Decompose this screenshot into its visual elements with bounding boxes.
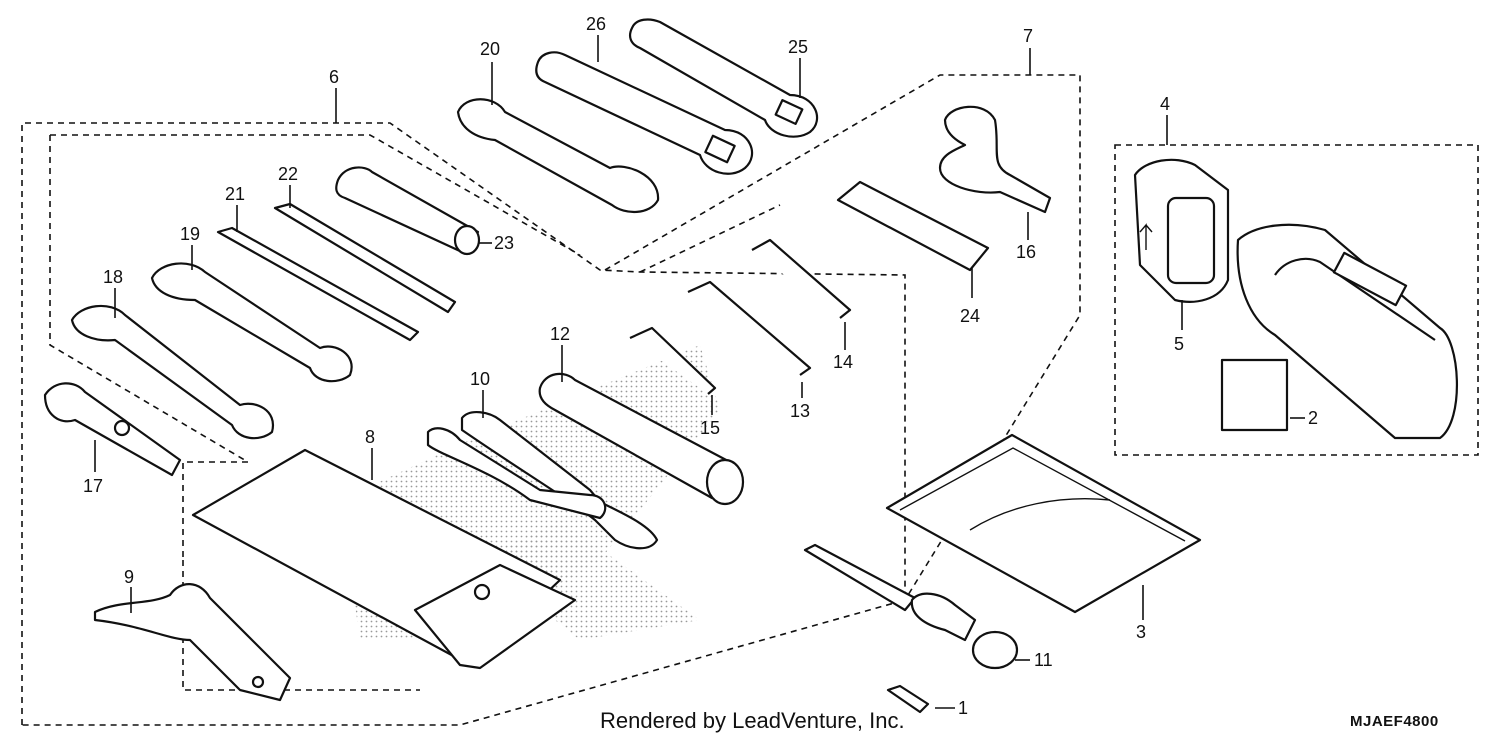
- diagram-code: MJAEF4800: [1350, 713, 1439, 730]
- group-outline-4: [1114, 144, 1479, 456]
- callout-4: 4: [1160, 94, 1170, 114]
- pliers-10: [426, 411, 659, 550]
- callout-5: 5: [1174, 334, 1184, 354]
- callout-1: 1: [958, 698, 968, 718]
- callout-16: 16: [1016, 242, 1036, 262]
- callout-15: 15: [700, 418, 720, 438]
- wrench-25: [629, 18, 819, 138]
- manual-3: [885, 433, 1202, 614]
- screwdriver-shaft-21: [216, 226, 420, 342]
- hex-key-13: [687, 280, 812, 376]
- callout-3: 3: [1136, 622, 1146, 642]
- callout-6: 6: [329, 67, 339, 87]
- callout-17: 17: [83, 476, 103, 496]
- callout-10: 10: [470, 369, 490, 389]
- wrench-26: [535, 51, 754, 175]
- tool-case-4: [1236, 223, 1458, 440]
- callout-19: 19: [180, 224, 200, 244]
- screwdriver-shaft-22: [273, 202, 457, 314]
- wrench-17: [43, 382, 182, 477]
- callout-26: 26: [586, 14, 606, 34]
- callout-22: 22: [278, 164, 298, 184]
- callout-2: 2: [1308, 408, 1318, 428]
- callout-13: 13: [790, 401, 810, 421]
- callout-21: 21: [225, 184, 245, 204]
- callout-18: 18: [103, 267, 123, 287]
- hex-key-15: [629, 326, 717, 395]
- callout-7: 7: [1023, 26, 1033, 46]
- tool-bag: [191, 448, 577, 670]
- callout-labels: 1 2 3 4 5 6 7 8 9 10 11 12 13 14 15 16 1…: [83, 14, 1318, 718]
- callout-23: 23: [494, 233, 514, 253]
- callout-20: 20: [480, 39, 500, 59]
- box-spanner-12: [538, 372, 745, 506]
- wrench-19: [150, 262, 353, 383]
- callout-8: 8: [365, 427, 375, 447]
- screwdriver-handle-23: [335, 166, 481, 256]
- callout-12: 12: [550, 324, 570, 344]
- socket-11: [803, 543, 1019, 670]
- callout-9: 9: [124, 567, 134, 587]
- group-outline-6: [21, 122, 906, 726]
- hex-key-14: [751, 238, 852, 319]
- leader-lines: [94, 35, 1305, 709]
- clip-1: [886, 684, 930, 714]
- sleeve-24: [836, 180, 990, 272]
- callout-25: 25: [788, 37, 808, 57]
- callout-24: 24: [960, 306, 980, 326]
- rendered-by-credit: Rendered by LeadVenture, Inc.: [600, 708, 905, 733]
- case-cap-5: [1133, 158, 1230, 303]
- callout-11: 11: [1034, 650, 1053, 670]
- group-outline-7: [604, 74, 1081, 601]
- label-2: [1220, 358, 1289, 432]
- pin-spanner-9: [93, 583, 292, 702]
- callout-14: 14: [833, 352, 853, 372]
- wrench-18: [70, 304, 275, 440]
- hook-spanner-16: [938, 105, 1052, 214]
